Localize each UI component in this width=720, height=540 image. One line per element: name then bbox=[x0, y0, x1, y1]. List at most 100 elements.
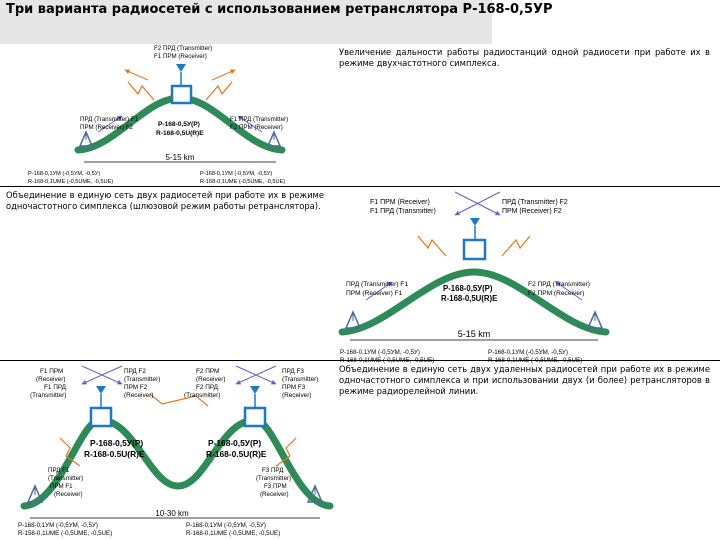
station-label: (Transmitter) bbox=[184, 392, 220, 399]
station-label: (Receiver) bbox=[260, 491, 289, 498]
radio-model-label: Р-168-0,1УМ (-0,5УМ, -0,5У) bbox=[28, 171, 100, 177]
relay-station-icon bbox=[462, 218, 487, 261]
relay-model-label: R-168-0.5U(R)E bbox=[84, 449, 145, 459]
station-label: ПРМ F1 bbox=[50, 483, 73, 490]
station-label: ПРМ (Receiver) F1 bbox=[346, 290, 403, 297]
relay-station-icon bbox=[89, 386, 113, 428]
hill bbox=[20, 416, 334, 510]
station-label: (Receiver) bbox=[36, 376, 65, 383]
station-label: ПРД (Transmitter) F1 bbox=[80, 116, 139, 123]
hill bbox=[338, 268, 610, 336]
relay-model-label: R-168-0,5U(R)E bbox=[441, 294, 497, 303]
signal-zigzag bbox=[501, 235, 531, 257]
station-label: ПРД F3 bbox=[282, 368, 304, 375]
station-label: ПРД F1 bbox=[48, 467, 70, 474]
link-arrow bbox=[555, 281, 583, 301]
radio-model-label: Р-168-0,1УМ (-0,5УМ, -0,5У) bbox=[340, 349, 420, 356]
link-arrow bbox=[237, 115, 263, 133]
station-label: ПРМ F3 bbox=[282, 384, 306, 391]
link-arrow bbox=[97, 115, 123, 133]
relay-model-label: Р-168-0,5У(Р) bbox=[158, 121, 200, 128]
radio-model-label: R-168-0,1UME (-0,5UME, -0,5UE) bbox=[340, 357, 434, 364]
link-arrow bbox=[211, 69, 236, 81]
station-label: F1 ПРД (Transmitter) bbox=[370, 208, 436, 215]
relay-station-icon bbox=[243, 386, 267, 428]
signal-zigzag bbox=[205, 81, 233, 101]
link-arrow bbox=[124, 69, 149, 81]
station-label: (Receiver) bbox=[54, 491, 83, 498]
station-label: F2 ПРМ (Receiver) bbox=[528, 290, 584, 297]
station-label: ПРД (Transmitter) F2 bbox=[502, 199, 568, 206]
station-label: F1 ПРД (Transmitter) bbox=[230, 116, 288, 123]
radio-model-label: Р-168-0,1УМ (-0,5УМ, -0,5У) bbox=[488, 349, 568, 356]
station-label: F3 ПРМ bbox=[264, 483, 287, 490]
link-arrow bbox=[235, 365, 277, 385]
title-bar bbox=[0, 0, 492, 44]
station-label: F3 ПРД bbox=[262, 467, 284, 474]
station-label: ПРМ (Receiver) F2 bbox=[80, 124, 133, 131]
antenna-icon bbox=[306, 484, 324, 503]
antenna-icon bbox=[586, 310, 604, 329]
station-label: (Receiver) bbox=[282, 392, 311, 399]
station-label: ПРД F2 bbox=[124, 368, 146, 375]
diagram-2: 5-15 km F1 ПРМ (Receiver) F1 ПРД (Transm… bbox=[338, 191, 610, 364]
link-arrow bbox=[365, 281, 393, 301]
diagram-1: 5-15 km F2 ПРД (Transmitter) F1 ПРМ (Rec… bbox=[28, 45, 288, 185]
description-middle: Объединение в единую сеть двух радиосете… bbox=[6, 190, 324, 211]
antenna-icon bbox=[78, 130, 94, 147]
relay-station-icon bbox=[170, 64, 193, 105]
relay-freq-label: F1 ПРМ (Receiver) bbox=[154, 53, 207, 60]
diagram-3: 10-30 km F1 ПРМ (Receiver) F1 ПРД (Trans… bbox=[18, 365, 334, 537]
link-arrow bbox=[454, 191, 501, 216]
station-label: (Transmitter) bbox=[48, 475, 83, 482]
page-title: Три варианта радиосетей с использованием… bbox=[6, 2, 553, 17]
station-label: (Transmitter) bbox=[124, 376, 160, 383]
station-label: F1 ПРМ bbox=[40, 368, 63, 375]
station-label: ПРМ F2 bbox=[124, 384, 148, 391]
divider-2 bbox=[0, 360, 720, 361]
station-label: (Transmitter) bbox=[30, 392, 66, 399]
station-label: F1 ПРМ (Receiver) bbox=[370, 199, 430, 206]
radio-model-label: R-158-0,1UME (-0,5UME, -0,5UE) bbox=[18, 530, 112, 537]
distance-label: 10-30 km bbox=[155, 509, 189, 518]
radio-model-label: Р-168-0,1УМ (-0,5УМ, -0,5У) bbox=[186, 522, 266, 529]
relay-model-label: Р-168-0,5У(Р) bbox=[443, 284, 493, 293]
station-label: (Receiver) bbox=[124, 392, 153, 399]
station-label: (Receiver) bbox=[196, 376, 225, 383]
radio-model-label: R-168-0,1UME (-0,5UME, -0,5UE) bbox=[488, 357, 582, 364]
radio-model-label: R-168-0,1UME (-0,5UME, -0,5UE) bbox=[28, 179, 113, 185]
radio-model-label: Р-168-0,1УМ (-0,5УМ, -0,5У) bbox=[18, 522, 98, 529]
signal-zigzag bbox=[127, 81, 155, 101]
signal-zigzag bbox=[417, 235, 447, 257]
antenna-icon bbox=[26, 484, 44, 503]
link-arrow bbox=[81, 365, 123, 385]
station-label: (Transmitter) bbox=[282, 376, 318, 383]
radio-model-label: Р-168-0,1УМ (-0,5УМ, -0,5У) bbox=[200, 171, 272, 177]
description-top: Увеличение дальности работы радиостанций… bbox=[339, 47, 710, 68]
relay-freq-label: F2 ПРД (Transmitter) bbox=[154, 45, 212, 52]
antenna-icon bbox=[266, 130, 282, 147]
description-bottom: Объединение в единую сеть двух удаленных… bbox=[339, 364, 710, 396]
station-label: F2 ПРД bbox=[196, 384, 219, 391]
station-label: F2 ПРМ bbox=[196, 368, 219, 375]
signal-zigzag bbox=[275, 437, 297, 467]
relay-model-label: R-168-0,5U(R)E bbox=[156, 130, 204, 137]
station-label: F2 ПРД (Transmitter) bbox=[528, 281, 590, 288]
station-label: ПРМ (Receiver) F2 bbox=[502, 208, 562, 215]
divider-1 bbox=[0, 186, 720, 187]
radio-model-label: R-168-0,1UME (-0,5UME, -0,5UE) bbox=[200, 179, 285, 185]
relay-model-label: Р-168-0,5У(Р) bbox=[90, 438, 143, 448]
station-label: (Transmitter) bbox=[256, 475, 291, 482]
station-label: F1 ПРД bbox=[44, 384, 67, 391]
signal-zigzag bbox=[59, 437, 81, 467]
distance-label: 5-15 km bbox=[166, 153, 195, 162]
signal-zigzag bbox=[149, 393, 209, 407]
station-label: ПРД (Transmitter) F1 bbox=[346, 281, 408, 288]
distance-label: 5-15 km bbox=[458, 329, 491, 339]
antenna-icon bbox=[344, 310, 362, 329]
radio-model-label: R-168-0,1UME (-0,5UME, -0,5UE) bbox=[186, 530, 280, 537]
relay-model-label: Р-168-0,5У(Р) bbox=[208, 438, 261, 448]
relay-model-label: R-168-0.5U(R)E bbox=[206, 449, 267, 459]
station-label: F2 ПРМ (Receiver) bbox=[230, 124, 283, 131]
